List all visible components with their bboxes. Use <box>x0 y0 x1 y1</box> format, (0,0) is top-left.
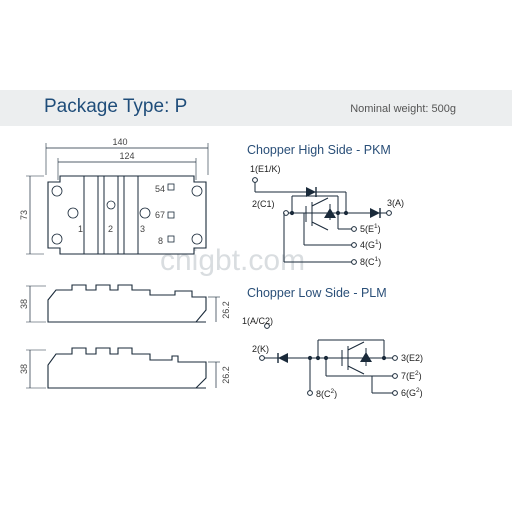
terminal-3-label: 3 <box>140 224 145 234</box>
plm-pin-6-label: 6(G2) <box>401 387 423 398</box>
plm-title: Chopper Low Side - PLM <box>247 286 387 300</box>
terminal-1-label: 1 <box>78 224 83 234</box>
dim-140: 140 <box>112 137 127 147</box>
pkm-pin-3-label: 3(A) <box>387 198 404 208</box>
nominal-weight: Nominal weight: 500g <box>350 103 456 115</box>
plm-diode-1 <box>277 353 288 363</box>
plm-pin-2-label: 2(K) <box>252 344 269 354</box>
plm-igbt-diode <box>360 352 372 362</box>
dim-73: 73 <box>19 210 29 220</box>
package-top-view <box>26 143 209 255</box>
terminal-54-label: 54 <box>155 184 165 194</box>
dim-38-side-1: 38 <box>19 299 29 309</box>
package-side-view-2 <box>26 347 220 389</box>
pkm-pin-1-label: 1(E1/K) <box>250 164 281 174</box>
terminal-8-label: 8 <box>158 236 163 246</box>
package-side-view-1 <box>26 284 220 323</box>
pkm-igbt-diode <box>324 208 336 218</box>
terminal-2-label: 2 <box>108 224 113 234</box>
dim-124: 124 <box>119 151 134 161</box>
pkm-pin-8-label: 8(C1) <box>360 256 381 267</box>
pkm-pin-4-label: 4(G1) <box>360 239 382 250</box>
header-band <box>0 90 512 126</box>
dim-26-2-side-1: 26.2 <box>221 301 231 319</box>
package-type-title: Package Type: P <box>44 96 188 117</box>
dim-26-2-side-2: 26.2 <box>221 366 231 384</box>
terminal-67-label: 67 <box>155 210 165 220</box>
plm-pin-8-label: 8(C2) <box>316 388 337 399</box>
plm-pin-7-label: 7(E2) <box>401 370 422 381</box>
pkm-pin-2-label: 2(C1) <box>252 199 275 209</box>
watermark: cnigbt.com <box>160 244 305 277</box>
pkm-title: Chopper High Side - PKM <box>247 143 391 157</box>
dim-38-side-2: 38 <box>19 364 29 374</box>
pkm-diode-1 <box>306 187 317 197</box>
pkm-schematic <box>252 177 392 265</box>
pkm-diode-2 <box>370 208 381 218</box>
plm-schematic <box>259 323 398 396</box>
pkm-pin-5-label: 5(E1) <box>360 223 381 234</box>
plm-pin-3-label: 3(E2) <box>401 353 423 363</box>
plm-pin-1-label: 1(A/C2) <box>242 316 273 326</box>
